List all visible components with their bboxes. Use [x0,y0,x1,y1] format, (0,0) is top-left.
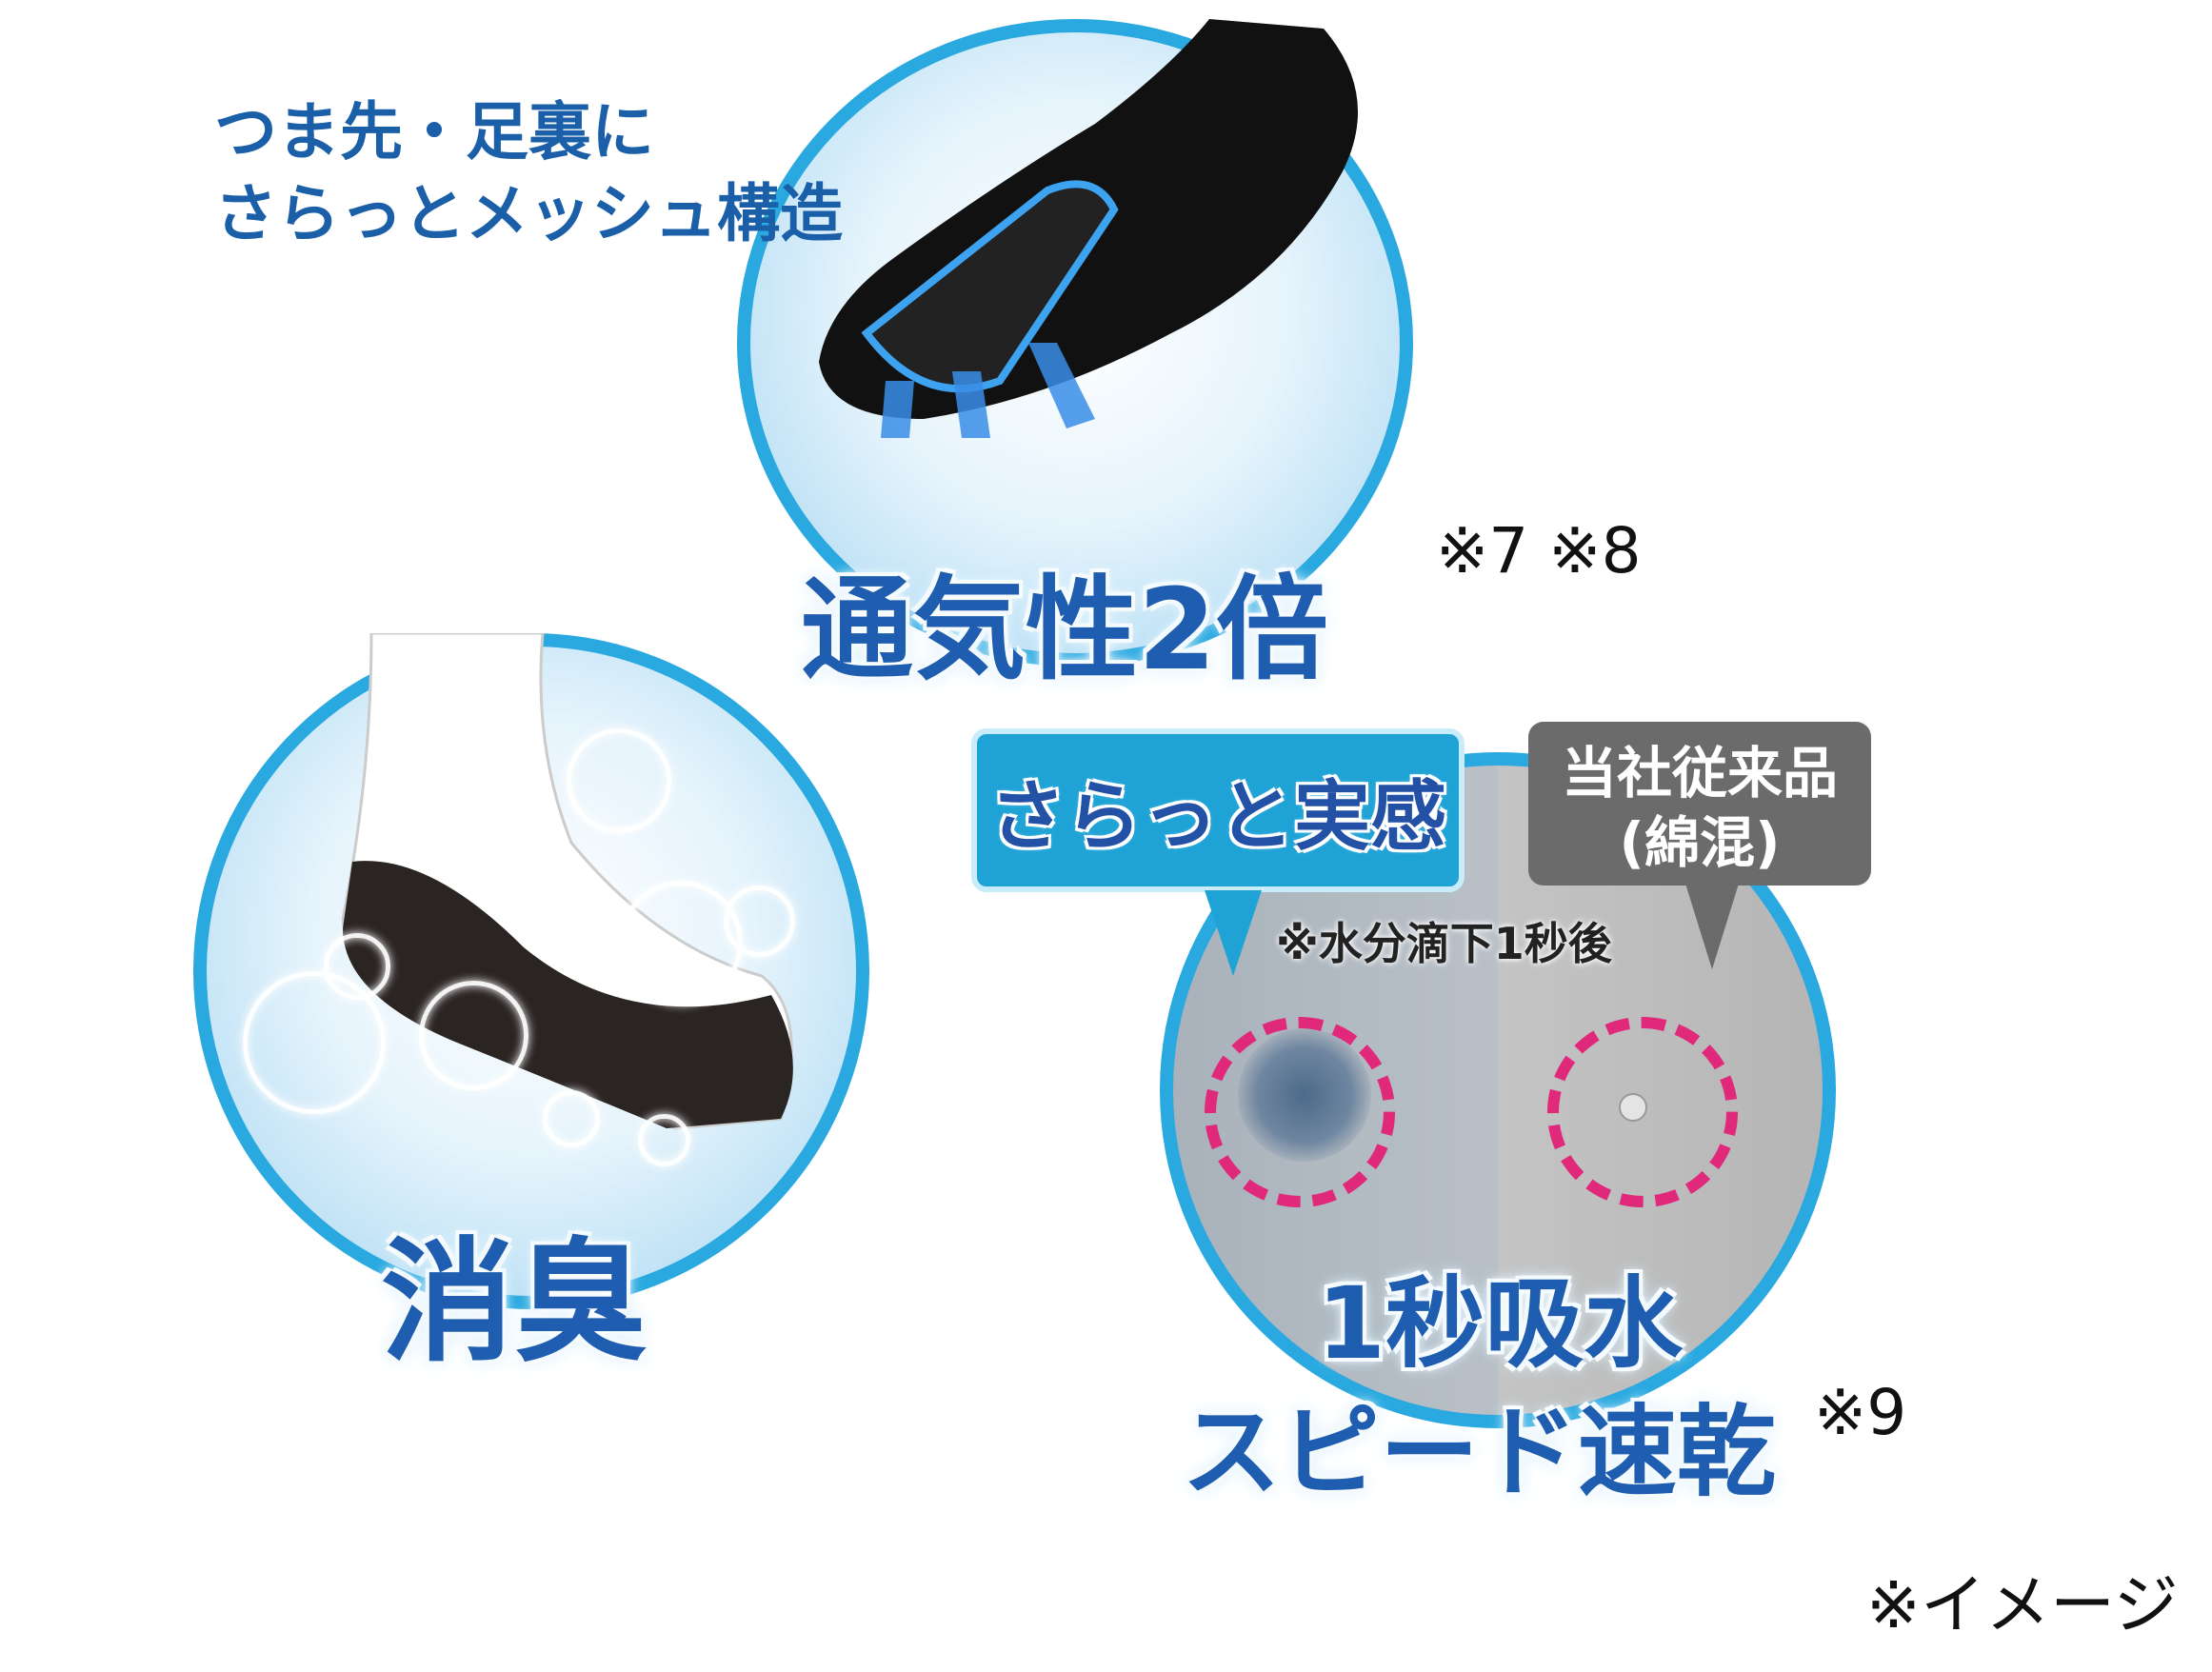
top-caption-line2: さらっとメッシュ構造 [214,176,843,250]
conventional-tag-line2: (綿混) [1619,809,1781,875]
bubble-icon [324,933,390,1000]
image-note: ※イメージ [1866,1568,2179,1643]
our-product-tag-pointer [1205,890,1262,976]
breathability-notes: ※7 ※8 [1436,514,1642,587]
test-note: ※水分滴下1秒後 [1276,918,1612,969]
conventional-tag-line1: 当社従来品 [1561,741,1838,806]
deodorant-label: 消臭 [380,1225,648,1381]
absorb-label-line1: 1秒吸水 [1316,1265,1684,1382]
conventional-tag: 当社従来品 (綿混) [1528,722,1871,886]
bubble-icon [638,1114,690,1166]
conventional-highlight [1547,1017,1738,1207]
bubble-icon [724,886,795,957]
bubble-icon [243,971,386,1114]
bubble-icon [619,881,743,1005]
our-product-tag-text: さらっと実感 [989,772,1446,861]
conventional-tag-pointer [1685,884,1739,969]
absorb-note: ※9 [1814,1376,1907,1449]
our-product-highlight [1205,1017,1395,1207]
our-product-tag: さらっと実感 [971,728,1465,892]
bubble-icon [419,981,528,1090]
bubble-icon [543,1090,600,1147]
absorb-label-line2: スピード速乾 [1181,1394,1777,1510]
breathability-label: 通気性2倍 [800,564,1329,695]
top-caption-line1: つま先・足裏に [214,95,654,169]
black-sock-image [809,19,1362,438]
bubble-icon [567,728,671,833]
top-caption: つま先・足裏に さらっとメッシュ構造 [214,91,843,255]
